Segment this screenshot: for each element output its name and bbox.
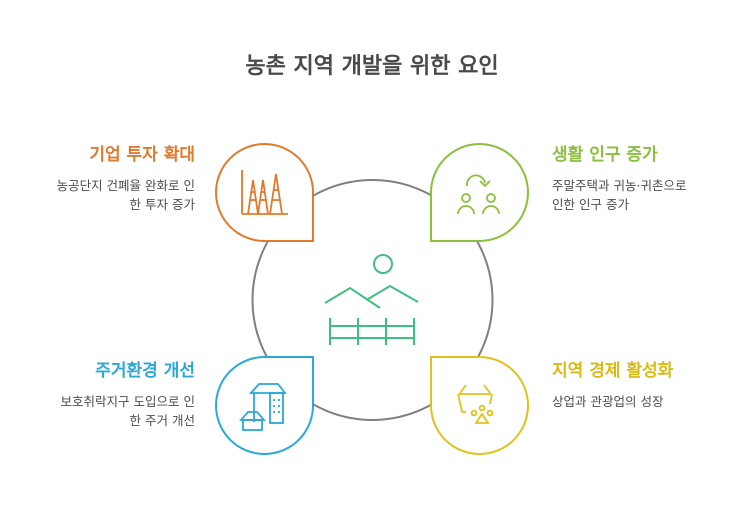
description-line: 인한 인구 증가 — [552, 197, 629, 212]
factor-description: 주말주택과 귀농·귀촌으로 인한 인구 증가 — [552, 176, 742, 214]
description-line: 상업과 관광업의 성장 — [552, 394, 664, 409]
factor-population: 생활 인구 증가 주말주택과 귀농·귀촌으로 인한 인구 증가 — [552, 144, 742, 214]
factor-heading: 주거환경 개선 — [95, 361, 195, 381]
market-basket-icon — [457, 384, 494, 424]
central-ring — [251, 179, 494, 421]
description-line: 농공단지 건폐율 완화로 인 — [56, 178, 195, 193]
factor-heading: 생활 인구 증가 — [552, 145, 658, 165]
factor-drop-top-left — [215, 143, 314, 242]
factor-description: 보호취락지구 도입으로 인 한 주거 개선 — [0, 392, 195, 430]
factor-housing: 주거환경 개선 보호취락지구 도입으로 인 한 주거 개선 — [0, 360, 195, 430]
factor-drop-bottom-right — [430, 356, 529, 455]
page-title: 농촌 지역 개발을 위한 요인 — [245, 54, 499, 79]
factor-heading: 기업 투자 확대 — [89, 145, 195, 165]
factor-description: 농공단지 건폐율 완화로 인 한 투자 증가 — [0, 176, 195, 214]
factor-description: 상업과 관광업의 성장 — [552, 392, 742, 411]
description-line: 주말주택과 귀농·귀촌으로 — [552, 178, 687, 193]
people-transfer-icon — [457, 174, 500, 215]
factor-drop-top-right — [430, 143, 529, 242]
factor-investment: 기업 투자 확대 농공단지 건폐율 완화로 인 한 투자 증가 — [0, 144, 195, 214]
description-line: 보호취락지구 도입으로 인 — [60, 394, 195, 409]
factor-heading: 지역 경제 활성화 — [552, 361, 674, 381]
factor-drop-bottom-left — [215, 356, 314, 455]
factor-economy: 지역 경제 활성화 상업과 관광업의 성장 — [552, 360, 742, 411]
buildings-icon — [239, 383, 287, 431]
factory-chart-icon — [241, 170, 288, 215]
description-line: 한 주거 개선 — [129, 413, 195, 428]
description-line: 한 투자 증가 — [129, 197, 195, 212]
rural-landscape-icon — [324, 254, 419, 345]
